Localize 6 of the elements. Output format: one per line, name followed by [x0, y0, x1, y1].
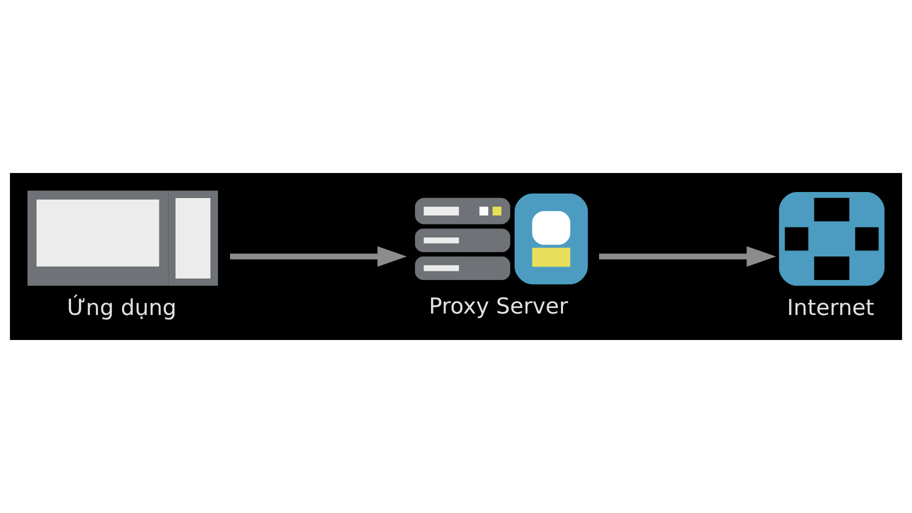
node-label: Proxy Server [428, 294, 568, 320]
node-label: Internet [787, 296, 874, 322]
node-box [779, 192, 884, 286]
arrow [599, 246, 776, 267]
node-label: Ứng dụng [67, 296, 177, 322]
arrow [230, 246, 407, 267]
